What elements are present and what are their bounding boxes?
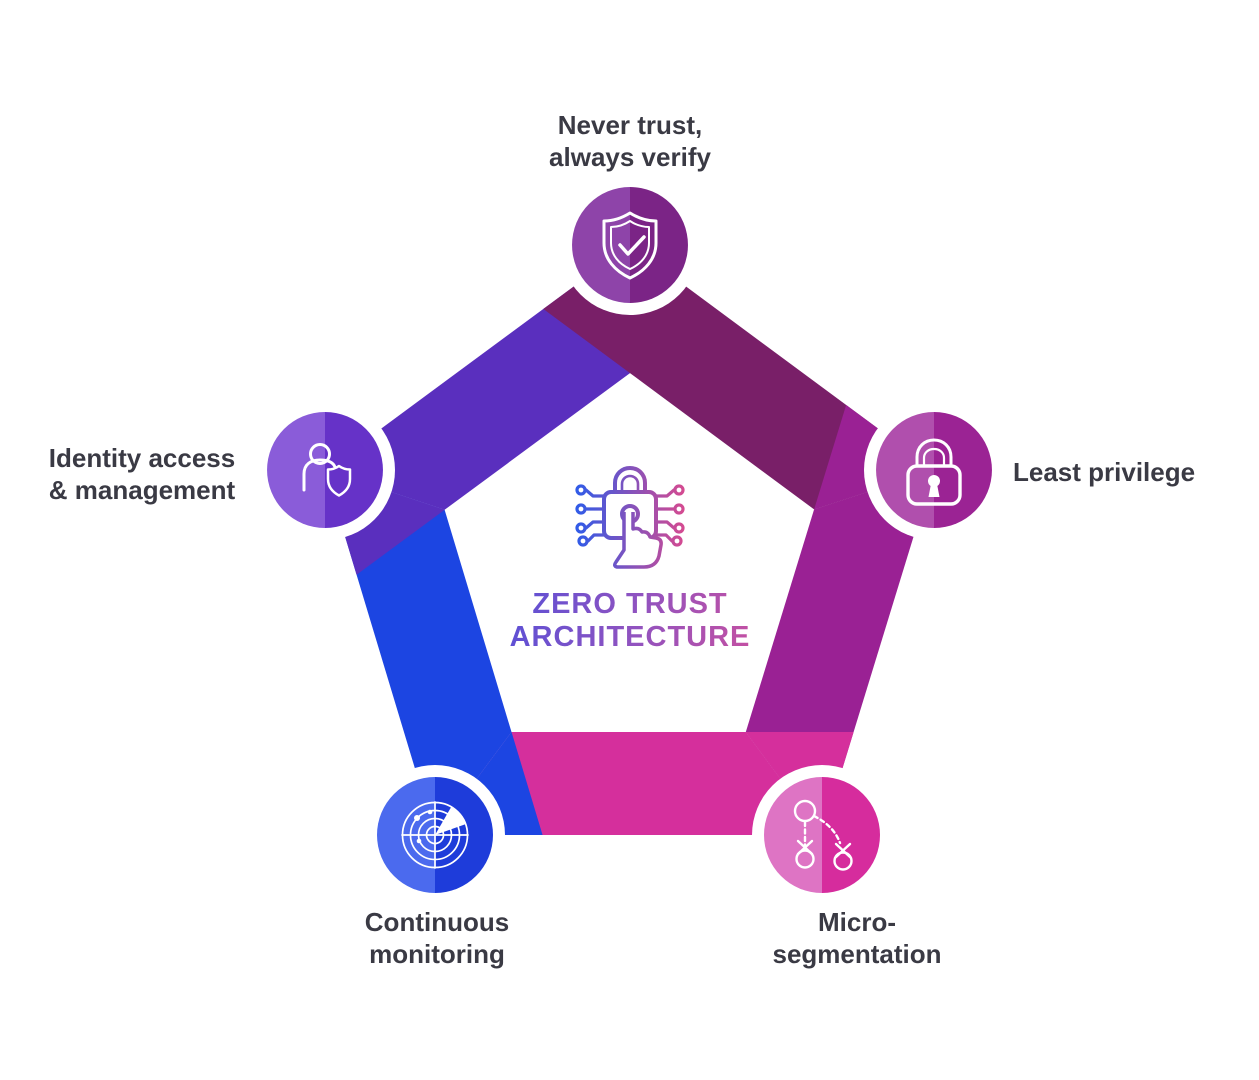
label-identity-access-line2: & management [49, 475, 236, 505]
circuit-lock-touch-icon [575, 466, 685, 569]
node-circle-right [325, 412, 383, 528]
node-circles [267, 187, 992, 893]
mini-shield [326, 464, 352, 497]
node-circle-left [876, 412, 934, 528]
circuit-traces [575, 484, 685, 547]
label-never-trust-line1: Never trust, [558, 110, 703, 140]
diagram-title-line1: ZERO TRUST [532, 588, 727, 620]
network-segmentation-icon [793, 799, 853, 871]
label-least-privilege: Least privilege [1013, 457, 1195, 487]
diagram-title-line2: ARCHITECTURE [510, 621, 751, 653]
label-micro-segmentation-line2: segmentation [772, 939, 941, 969]
label-continuous-monitoring-line1: Continuous [365, 907, 509, 937]
radar-icon [401, 801, 469, 869]
node-circle-left [572, 187, 630, 303]
node-circle-left [267, 412, 325, 528]
label-never-trust-line2: always verify [549, 142, 711, 172]
node-circle-left [764, 777, 822, 893]
padlock-icon [906, 438, 962, 506]
label-continuous-monitoring-line2: monitoring [369, 939, 505, 969]
label-identity-access-line1: Identity access [49, 443, 235, 473]
label-micro-segmentation-line1: Micro- [818, 907, 896, 937]
pointing-hand [612, 512, 663, 569]
node-circle-right [822, 777, 880, 893]
user-shield-icon [302, 443, 352, 497]
node-circle-right [630, 187, 688, 303]
shield-check-icon [602, 211, 658, 280]
node-circle-right [934, 412, 992, 528]
